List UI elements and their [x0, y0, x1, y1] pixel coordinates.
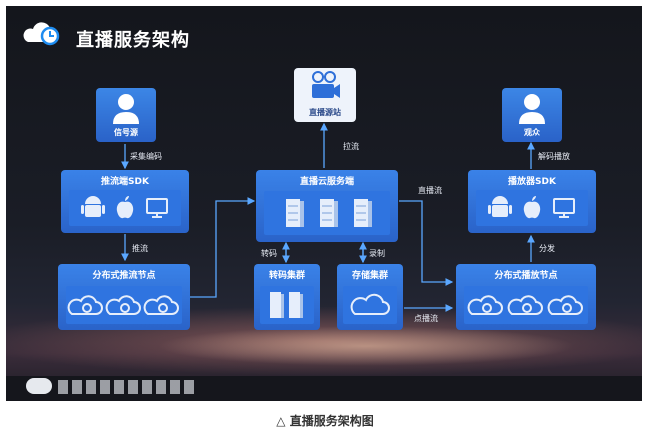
node-label: 存储集群 — [351, 271, 388, 281]
node-signal-source: 信号源 — [96, 88, 156, 142]
node-audience: 观众 — [502, 88, 562, 142]
node-label: 观众 — [524, 128, 540, 137]
cloud-icon — [350, 293, 390, 315]
node-player-sdk: 播放器SDK — [468, 170, 596, 233]
edge-label-live-stream: 直播流 — [418, 186, 442, 195]
server-icon — [286, 199, 304, 227]
node-label: 直播源站 — [309, 108, 341, 117]
node-cloud-server: 直播云服务端 — [256, 170, 398, 242]
connectors — [121, 122, 535, 312]
background-glow-center — [156, 326, 576, 366]
server-row — [264, 191, 390, 235]
edge-label-vod: 点播流 — [414, 314, 438, 323]
camera-icon — [312, 71, 340, 98]
node-storage-cluster: 存储集群 — [337, 264, 403, 330]
monitor-icon — [553, 198, 575, 218]
cloud-icon — [67, 295, 103, 315]
node-label: 信号源 — [114, 128, 138, 137]
server-icon — [270, 292, 284, 318]
apple-icon — [523, 196, 541, 219]
storage-row — [343, 286, 397, 324]
node-label: 转码集群 — [268, 271, 305, 281]
android-icon — [488, 196, 512, 217]
cloud-icon — [467, 295, 503, 315]
monitor-icon — [146, 198, 168, 218]
server-row — [260, 286, 314, 324]
edge-label-transcode: 转码 — [261, 249, 277, 258]
cloud-icon — [547, 295, 583, 315]
next-slide-title-fragment — [58, 380, 198, 394]
cloud-row — [66, 286, 182, 324]
node-dist-play: 分布式播放节点 — [456, 264, 596, 330]
node-label: 分布式推流节点 — [92, 271, 156, 281]
slide-title: 直播服务架构 — [76, 30, 190, 51]
node-dist-push: 分布式推流节点 — [58, 264, 190, 330]
slide: 直播服务架构 — [6, 6, 642, 401]
apple-icon — [116, 196, 134, 219]
platform-row — [476, 190, 588, 226]
node-label: 直播云服务端 — [299, 177, 354, 187]
node-label: 播放器SDK — [508, 177, 556, 187]
person-icon — [519, 94, 545, 124]
node-label: 分布式播放节点 — [494, 271, 558, 281]
cloud-logo-icon — [26, 378, 52, 394]
edge-label-record: 录制 — [369, 249, 385, 258]
person-icon — [113, 94, 139, 124]
cloud-icon — [105, 295, 141, 315]
edge-label-capture-encode: 采集编码 — [130, 152, 162, 161]
node-push-sdk: 推流端SDK — [61, 170, 189, 233]
node-origin-site: 直播源站 — [294, 68, 356, 122]
node-transcode-cluster: 转码集群 — [254, 264, 320, 330]
node-label: 推流端SDK — [101, 177, 149, 187]
server-icon — [320, 199, 338, 227]
edge-label-decode-play: 解码播放 — [538, 152, 570, 161]
platform-row — [69, 190, 181, 226]
server-icon — [289, 292, 303, 318]
cloud-row — [464, 286, 588, 324]
edge-label-pull: 拉流 — [343, 142, 359, 151]
edge-label-push: 推流 — [132, 244, 148, 253]
edge-label-distribute: 分发 — [539, 244, 555, 253]
cloud-icon — [143, 295, 179, 315]
server-icon — [354, 199, 372, 227]
cloud-logo-icon — [23, 22, 60, 46]
figure-caption: △ 直播服务架构图 — [276, 414, 374, 428]
android-icon — [81, 196, 105, 217]
cloud-icon — [507, 295, 543, 315]
